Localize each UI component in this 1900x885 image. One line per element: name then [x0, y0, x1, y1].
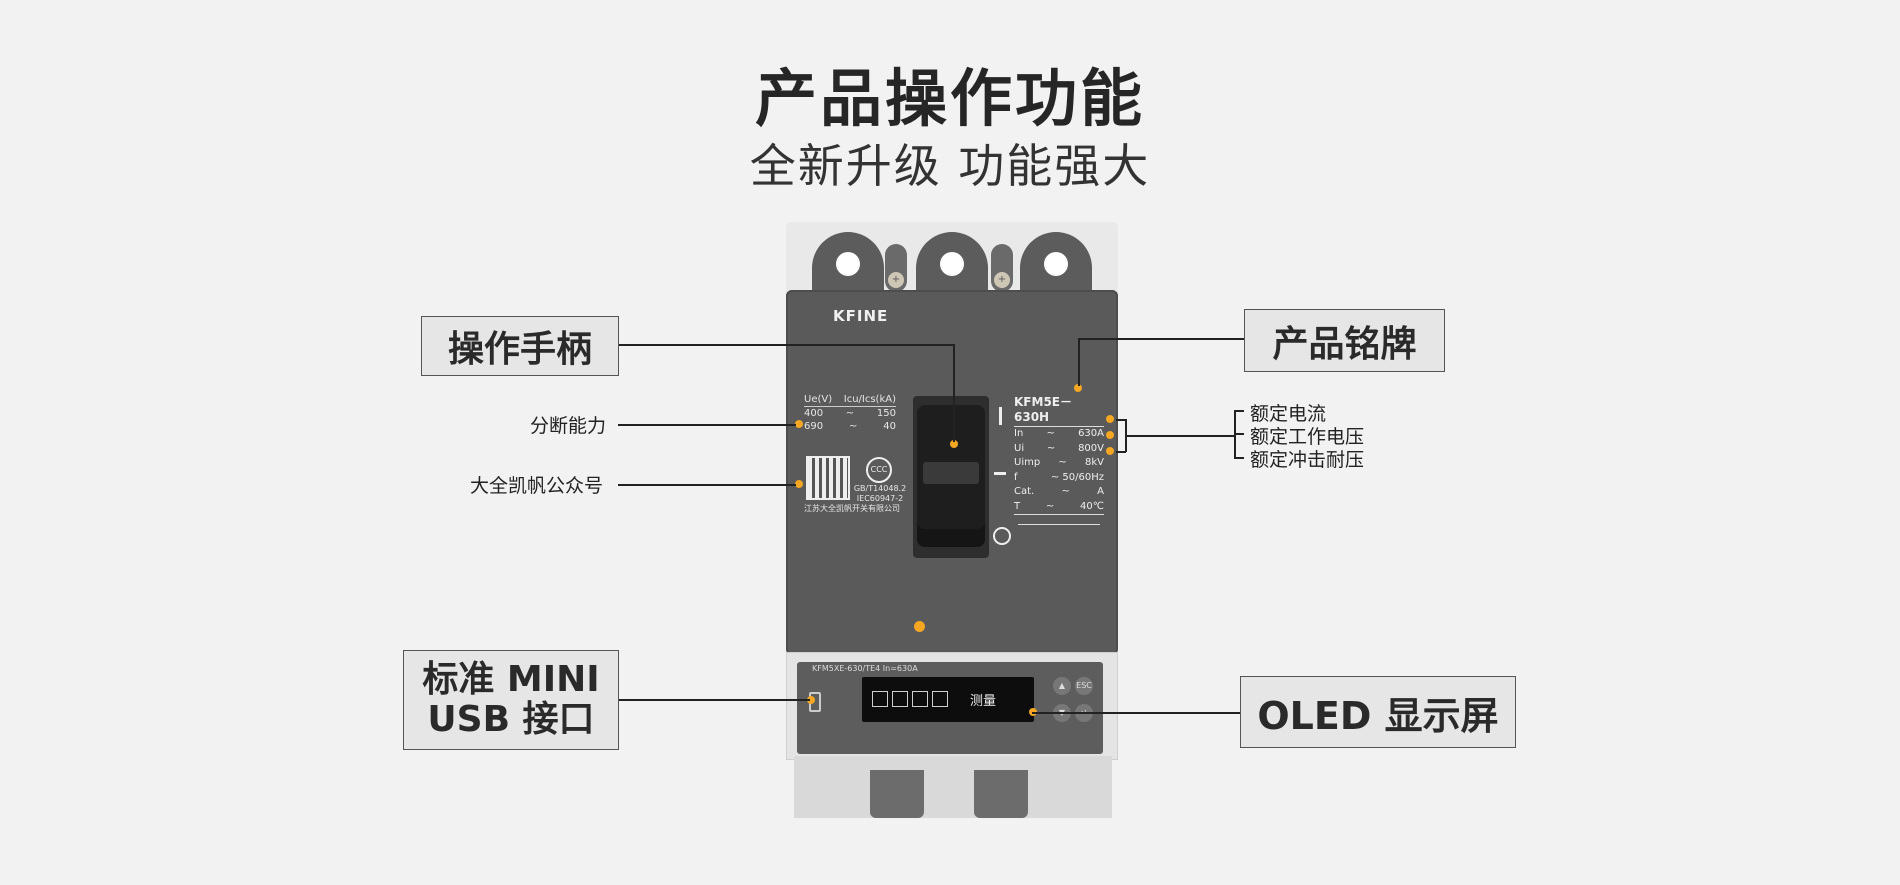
np-val: 800V: [1078, 442, 1104, 454]
bracket-leader-line: [1125, 435, 1235, 437]
gear-icon: [912, 691, 928, 707]
label-rated-current: 额定电流: [1250, 403, 1327, 425]
circuit-symbol-icon: [1014, 515, 1104, 531]
trip-unit-label: KFM5XE-630/TE4 In=630A: [812, 664, 918, 673]
np-val: A: [1097, 486, 1104, 497]
np-val: 8kV: [1084, 457, 1104, 468]
screw-slot: +: [885, 244, 907, 292]
oled-menu-label: 测量: [970, 694, 997, 709]
ratings-sep: ~: [845, 408, 855, 419]
np-key: In: [1014, 428, 1024, 439]
bracket-line: [1234, 433, 1244, 435]
callout-nameplate: 产品铭牌: [1244, 309, 1445, 372]
screw-icon: +: [888, 272, 904, 288]
qr-marker-dot: [795, 480, 803, 488]
bottom-terminal-2: [974, 770, 1028, 818]
up-button[interactable]: ▲: [1053, 677, 1071, 695]
ratings-header-voltage: Ue(V): [804, 394, 833, 405]
trip-mark-icon: [994, 472, 1006, 475]
page-subtitle: 全新升级 功能强大: [749, 139, 1151, 193]
callout-usb-line1: 标准 MINI: [422, 659, 600, 700]
ratings-header-current: Icu/Ics(kA): [843, 394, 896, 405]
screw-slot: +: [991, 244, 1013, 292]
callout-usb: 标准 MINI USB 接口: [403, 650, 619, 750]
top-terminal-1: [812, 232, 884, 292]
ratings-marker-dot: [795, 420, 803, 428]
ratings-leader-line: [618, 424, 796, 426]
current-marker-dot: [1106, 415, 1114, 423]
bracket-line: [1116, 419, 1126, 421]
ccc-mark-icon: CCC: [866, 457, 892, 483]
indicator-dot: [914, 621, 925, 632]
callout-usb-line2: USB 接口: [427, 699, 595, 740]
label-rated-voltage: 额定工作电压: [1250, 426, 1365, 448]
cert-standard: GB/T14048.2 IEC60947-2: [852, 484, 908, 504]
ratings-voltage: 400: [804, 408, 824, 419]
handle-leader-line: [953, 344, 955, 442]
ratings-ka: 150: [876, 408, 896, 419]
curve-icon: [892, 691, 908, 707]
nameplate-leader-line: [1078, 338, 1244, 340]
oled-display: 测量: [862, 677, 1034, 722]
callout-handle: 操作手柄: [421, 316, 619, 376]
brand-logo: KFINE: [833, 307, 889, 325]
product-nameplate: KFM5E－630H In~630A Ui~800V Uimp~8kV f~ 5…: [1014, 393, 1104, 531]
bracket-line: [1116, 451, 1126, 453]
esc-button[interactable]: ESC: [1075, 677, 1093, 695]
bracket-line: [1234, 457, 1244, 459]
np-key: Uimp: [1014, 457, 1041, 468]
np-key: f: [1014, 471, 1018, 483]
usb-marker-dot: [807, 696, 815, 704]
nameplate-model: KFM5E－630H: [1014, 393, 1104, 427]
edit-icon: [932, 691, 948, 707]
terminal-hole: [836, 252, 860, 276]
oled-leader-line: [1032, 712, 1240, 714]
voltage-marker-dot: [1106, 431, 1114, 439]
bottom-terminal-1: [870, 770, 924, 818]
handle-marker-dot: [950, 440, 958, 448]
label-breaking-capacity: 分断能力: [530, 415, 607, 437]
np-key: T: [1014, 500, 1021, 512]
terminal-hole: [940, 252, 964, 276]
terminal-hole: [1044, 252, 1068, 276]
handle-leader-line: [618, 344, 954, 346]
bracket-line: [1234, 410, 1244, 412]
label-impulse-voltage: 额定冲击耐压: [1250, 449, 1365, 471]
off-mark-icon: [993, 527, 1011, 545]
ratings-ka: 40: [883, 421, 896, 432]
on-mark-icon: [999, 407, 1002, 425]
nameplate-leader-line: [1078, 338, 1080, 386]
qr-code-icon: [806, 456, 850, 500]
cert-standard-1: GB/T14048.2: [853, 484, 907, 493]
ratings-voltage: 690: [804, 421, 824, 432]
callout-oled: OLED 显示屏: [1240, 676, 1516, 748]
top-terminal-3: [1020, 232, 1092, 292]
np-key: Ui: [1014, 442, 1025, 454]
np-val: 40℃: [1080, 500, 1104, 512]
nameplate-marker-dot: [1074, 384, 1082, 392]
page-title: 产品操作功能: [754, 62, 1145, 135]
manufacturer-name: 江苏大全凯帆开关有限公司: [804, 504, 900, 513]
cert-standard-2: IEC60947-2: [856, 494, 904, 503]
breaking-capacity-table: Ue(V) Icu/Ics(kA) 400 ~ 150 690 ~ 40: [804, 393, 896, 433]
label-wechat: 大全凯帆公众号: [470, 475, 604, 497]
ratings-sep: ~: [848, 421, 858, 432]
usb-leader-line: [618, 699, 810, 701]
chart-icon: [872, 691, 888, 707]
qr-leader-line: [618, 484, 796, 486]
np-key: Cat.: [1014, 486, 1035, 497]
bottom-terminal-block: [794, 756, 1112, 818]
np-val: ~ 50/60Hz: [1050, 471, 1104, 483]
impulse-marker-dot: [1106, 447, 1114, 455]
np-val: 630A: [1078, 428, 1104, 439]
screw-icon: +: [994, 272, 1010, 288]
top-terminal-2: [916, 232, 988, 292]
handle-grip: [923, 462, 979, 484]
